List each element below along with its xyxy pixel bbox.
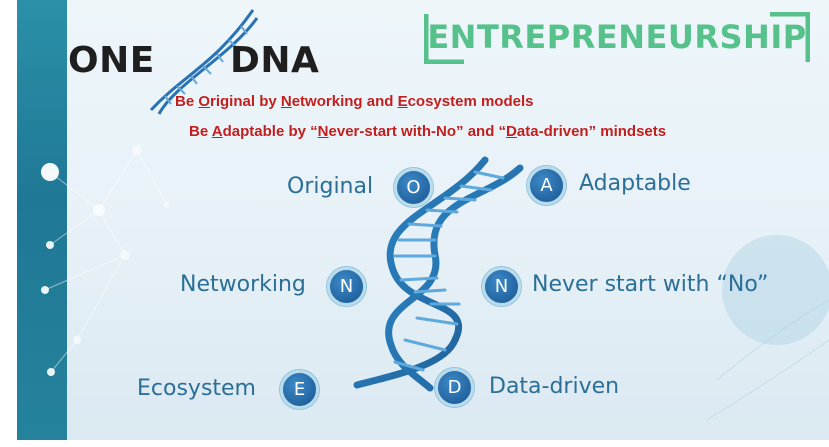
slogan-text: ever-start with-No” and “ [328, 123, 507, 140]
slogan-text: Be [189, 123, 212, 140]
badge-d: D [435, 368, 474, 407]
slogan-text: daptable by “ [222, 123, 318, 140]
network-decoration [41, 145, 829, 421]
slogan-text: Be [175, 93, 199, 110]
slogan-initial: O [198, 93, 211, 110]
slogan-text: cosystem models [407, 93, 534, 110]
dna-helix-large-icon [353, 156, 524, 392]
slogan-adaptable: Be Adaptable by “Never-start with-No” an… [189, 123, 666, 140]
item-label-data-driven: Data-driven [489, 374, 620, 399]
item-label-adaptable: Adaptable [579, 171, 691, 196]
slogan-initial: N [317, 123, 329, 140]
item-label-never-start: Never start with “No” [532, 272, 769, 297]
entrepreneurship-banner-frame [424, 12, 810, 64]
slogan-text: etworking and [291, 93, 398, 110]
left-accent-band [17, 0, 67, 440]
badge-n-networking: N [327, 267, 366, 306]
badge-o: O [394, 168, 433, 207]
item-label-original: Original [287, 174, 374, 199]
item-label-ecosystem: Ecosystem [137, 376, 256, 401]
slogan-original: Be Original by Networking and Ecosystem … [175, 93, 533, 110]
slogan-text: ata-driven” mindsets [516, 123, 667, 140]
item-label-networking: Networking [180, 272, 306, 297]
slogan-text: riginal by [210, 93, 281, 110]
badge-a: A [527, 166, 566, 205]
badge-n-never: N [482, 267, 521, 306]
slide: ONE DNA ENTREPRENEURSHIP Be Original by … [17, 0, 829, 440]
title-dna: DNA [230, 40, 320, 81]
entrepreneurship-banner: ENTREPRENEURSHIP [427, 18, 807, 56]
slogan-initial: E [397, 93, 408, 110]
badge-e: E [280, 370, 319, 409]
slogan-initial: A [211, 123, 223, 140]
title-one: ONE [68, 40, 155, 81]
slogan-initial: D [506, 123, 517, 140]
dna-helix-icon [149, 9, 259, 115]
slogan-initial: N [280, 93, 292, 110]
